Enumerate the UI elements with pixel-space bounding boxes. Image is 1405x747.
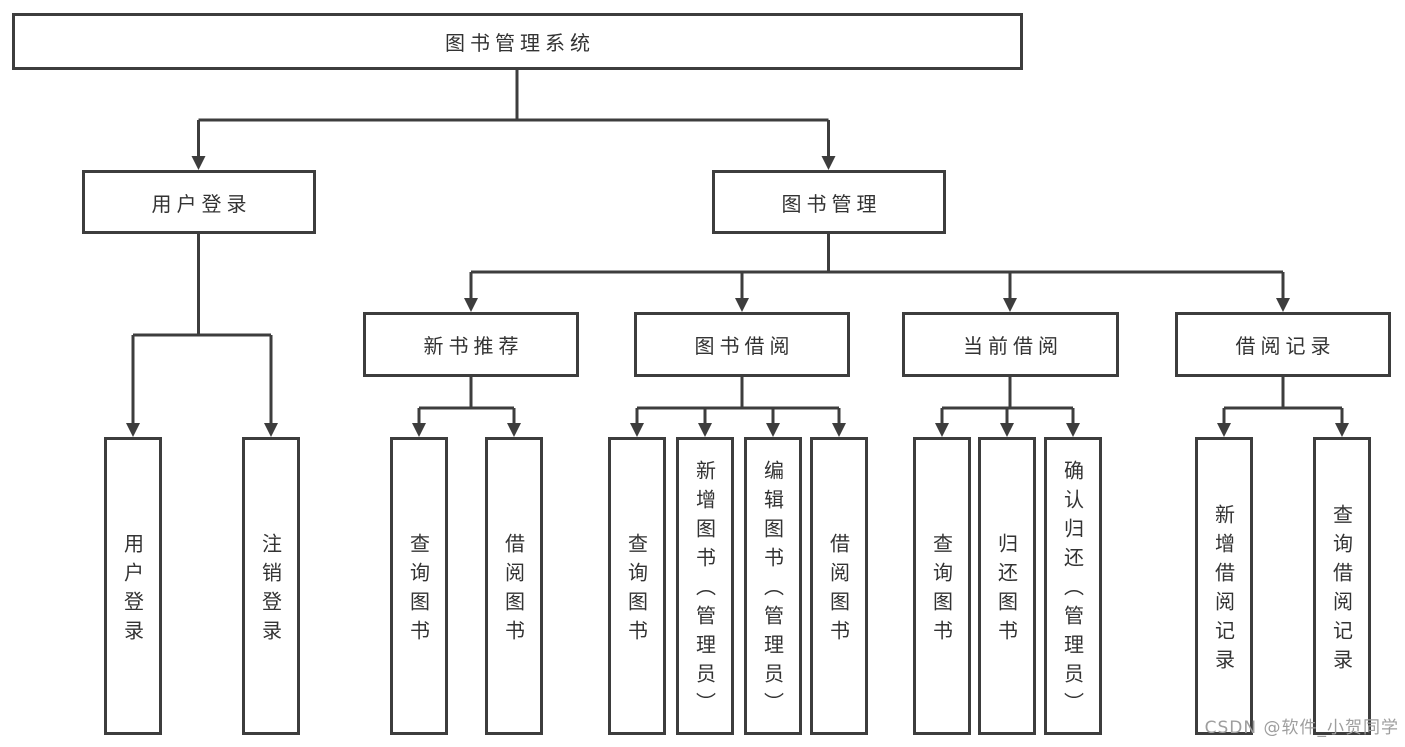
node-new-book-recommend-label: 新书推荐 [423, 334, 524, 358]
leaf-recommend-borrow-books: 借阅图书 [485, 437, 543, 735]
node-current-borrowing-label: 当前借阅 [963, 334, 1063, 358]
node-borrow-records: 借阅记录 [1175, 312, 1391, 377]
node-root: 图书管理系统 [12, 13, 1023, 70]
leaf-current-query-books: 查询图书 [913, 437, 971, 735]
leaf-borrowing-query-books: 查询图书 [608, 437, 666, 735]
leaf-current-return-books: 归还图书 [978, 437, 1036, 735]
leaf-records-query-record: 查询借阅记录 [1313, 437, 1371, 735]
leaf-logout-label: 注销登录 [258, 532, 283, 649]
leaf-borrowing-borrow-books-label: 借阅图书 [826, 532, 851, 649]
node-book-borrowing: 图书借阅 [634, 312, 850, 377]
leaf-borrowing-add-books-admin: 新增图书（管理员） [676, 437, 734, 735]
leaf-borrowing-add-books-admin-label: 新增图书（管理员） [692, 460, 717, 721]
leaf-current-confirm-return-admin-label: 确认归还（管理员） [1060, 460, 1085, 721]
leaf-current-return-books-label: 归还图书 [994, 532, 1019, 649]
leaf-borrowing-query-books-label: 查询图书 [624, 532, 649, 649]
leaf-borrowing-edit-books-admin-label: 编辑图书（管理员） [760, 460, 785, 721]
node-current-borrowing: 当前借阅 [902, 312, 1119, 377]
leaf-logout: 注销登录 [242, 437, 300, 735]
leaf-borrowing-borrow-books: 借阅图书 [810, 437, 868, 735]
leaf-records-add-record: 新增借阅记录 [1195, 437, 1253, 735]
node-new-book-recommend: 新书推荐 [363, 312, 579, 377]
node-book-management: 图书管理 [712, 170, 946, 234]
leaf-user-login: 用户登录 [104, 437, 162, 735]
leaf-recommend-borrow-books-label: 借阅图书 [501, 532, 526, 649]
leaf-recommend-query-books: 查询图书 [390, 437, 448, 735]
csdn-watermark: CSDN @软件_小贺同学 [1204, 718, 1399, 738]
node-root-label: 图书管理系统 [445, 31, 595, 55]
leaf-records-add-record-label: 新增借阅记录 [1211, 503, 1236, 678]
node-user-login-label: 用户登录 [151, 191, 252, 216]
node-book-management-label: 图书管理 [781, 191, 882, 216]
leaf-current-query-books-label: 查询图书 [929, 532, 954, 649]
node-borrow-records-label: 借阅记录 [1235, 334, 1336, 358]
leaf-records-query-record-label: 查询借阅记录 [1329, 503, 1354, 678]
leaf-borrowing-edit-books-admin: 编辑图书（管理员） [744, 437, 802, 735]
node-user-login: 用户登录 [82, 170, 316, 234]
node-book-borrowing-label: 图书借阅 [694, 334, 795, 358]
leaf-recommend-query-books-label: 查询图书 [406, 532, 431, 649]
leaf-user-login-label: 用户登录 [120, 532, 145, 649]
leaf-current-confirm-return-admin: 确认归还（管理员） [1044, 437, 1102, 735]
